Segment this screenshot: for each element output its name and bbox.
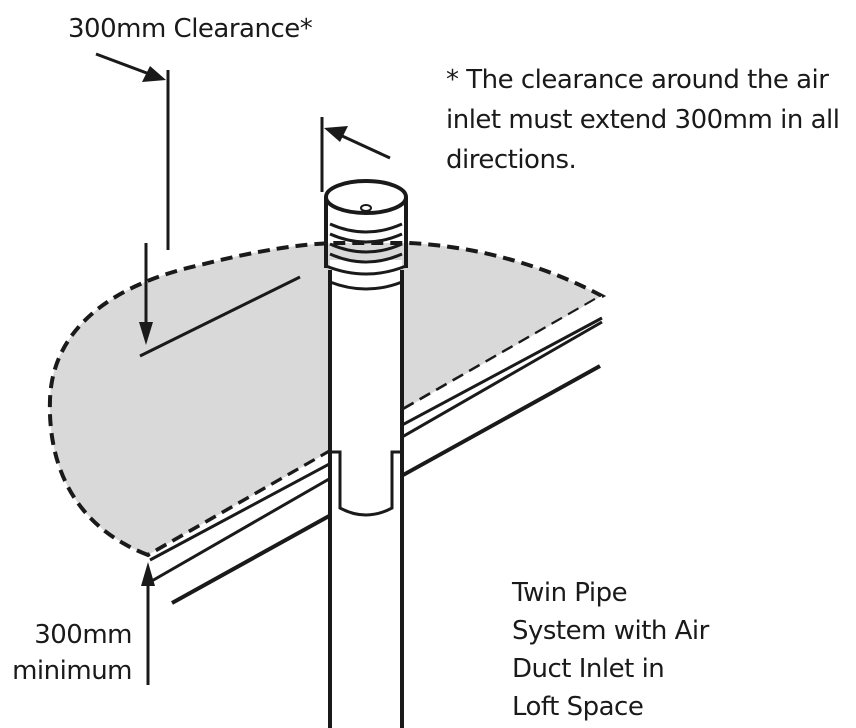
clearance-note: * The clearance around the air inlet mus…: [446, 60, 840, 180]
minimum-label: 300mm minimum: [12, 617, 132, 689]
clearance-plane-line: [139, 275, 301, 358]
clearance-leader-arrowhead: [142, 66, 166, 82]
clearance-note-line: directions.: [446, 145, 577, 175]
clearance-label: 300mm Clearance*: [68, 14, 313, 44]
system-caption-line: Loft Space: [512, 692, 644, 722]
clearance-zone: [47, 241, 607, 558]
pipe-top-rim: [329, 280, 403, 291]
inlet-louvre-2: [329, 232, 403, 244]
clearance-down-arrowhead: [139, 322, 153, 345]
pipe-collar: [330, 450, 402, 517]
system-caption-line: Duct Inlet in: [512, 654, 665, 684]
system-caption-line: Twin Pipe: [512, 578, 628, 608]
inlet-cap-bottom: [325, 264, 407, 276]
clearance-note-line: inlet must extend 300mm in all: [446, 105, 840, 135]
inlet-louvre-1: [329, 222, 403, 234]
clearance-note-line: * The clearance around the air: [446, 65, 829, 95]
minimum-label-line: 300mm: [34, 620, 132, 650]
pipe-body: [330, 260, 402, 728]
minimum-arrowhead: [141, 562, 155, 586]
clearance-leader-line: [95, 52, 153, 77]
inlet-louvre-4: [329, 252, 403, 264]
inlet-leader-line: [339, 133, 391, 160]
system-caption-line: System with Air: [512, 616, 709, 646]
system-caption: Twin Pipe System with Air Duct Inlet in …: [512, 574, 709, 726]
inlet-vent-hole: [360, 204, 372, 212]
inlet-leader-arrowhead: [324, 126, 348, 142]
inlet-louvre-3: [329, 242, 403, 254]
minimum-label-line: minimum: [12, 656, 132, 686]
